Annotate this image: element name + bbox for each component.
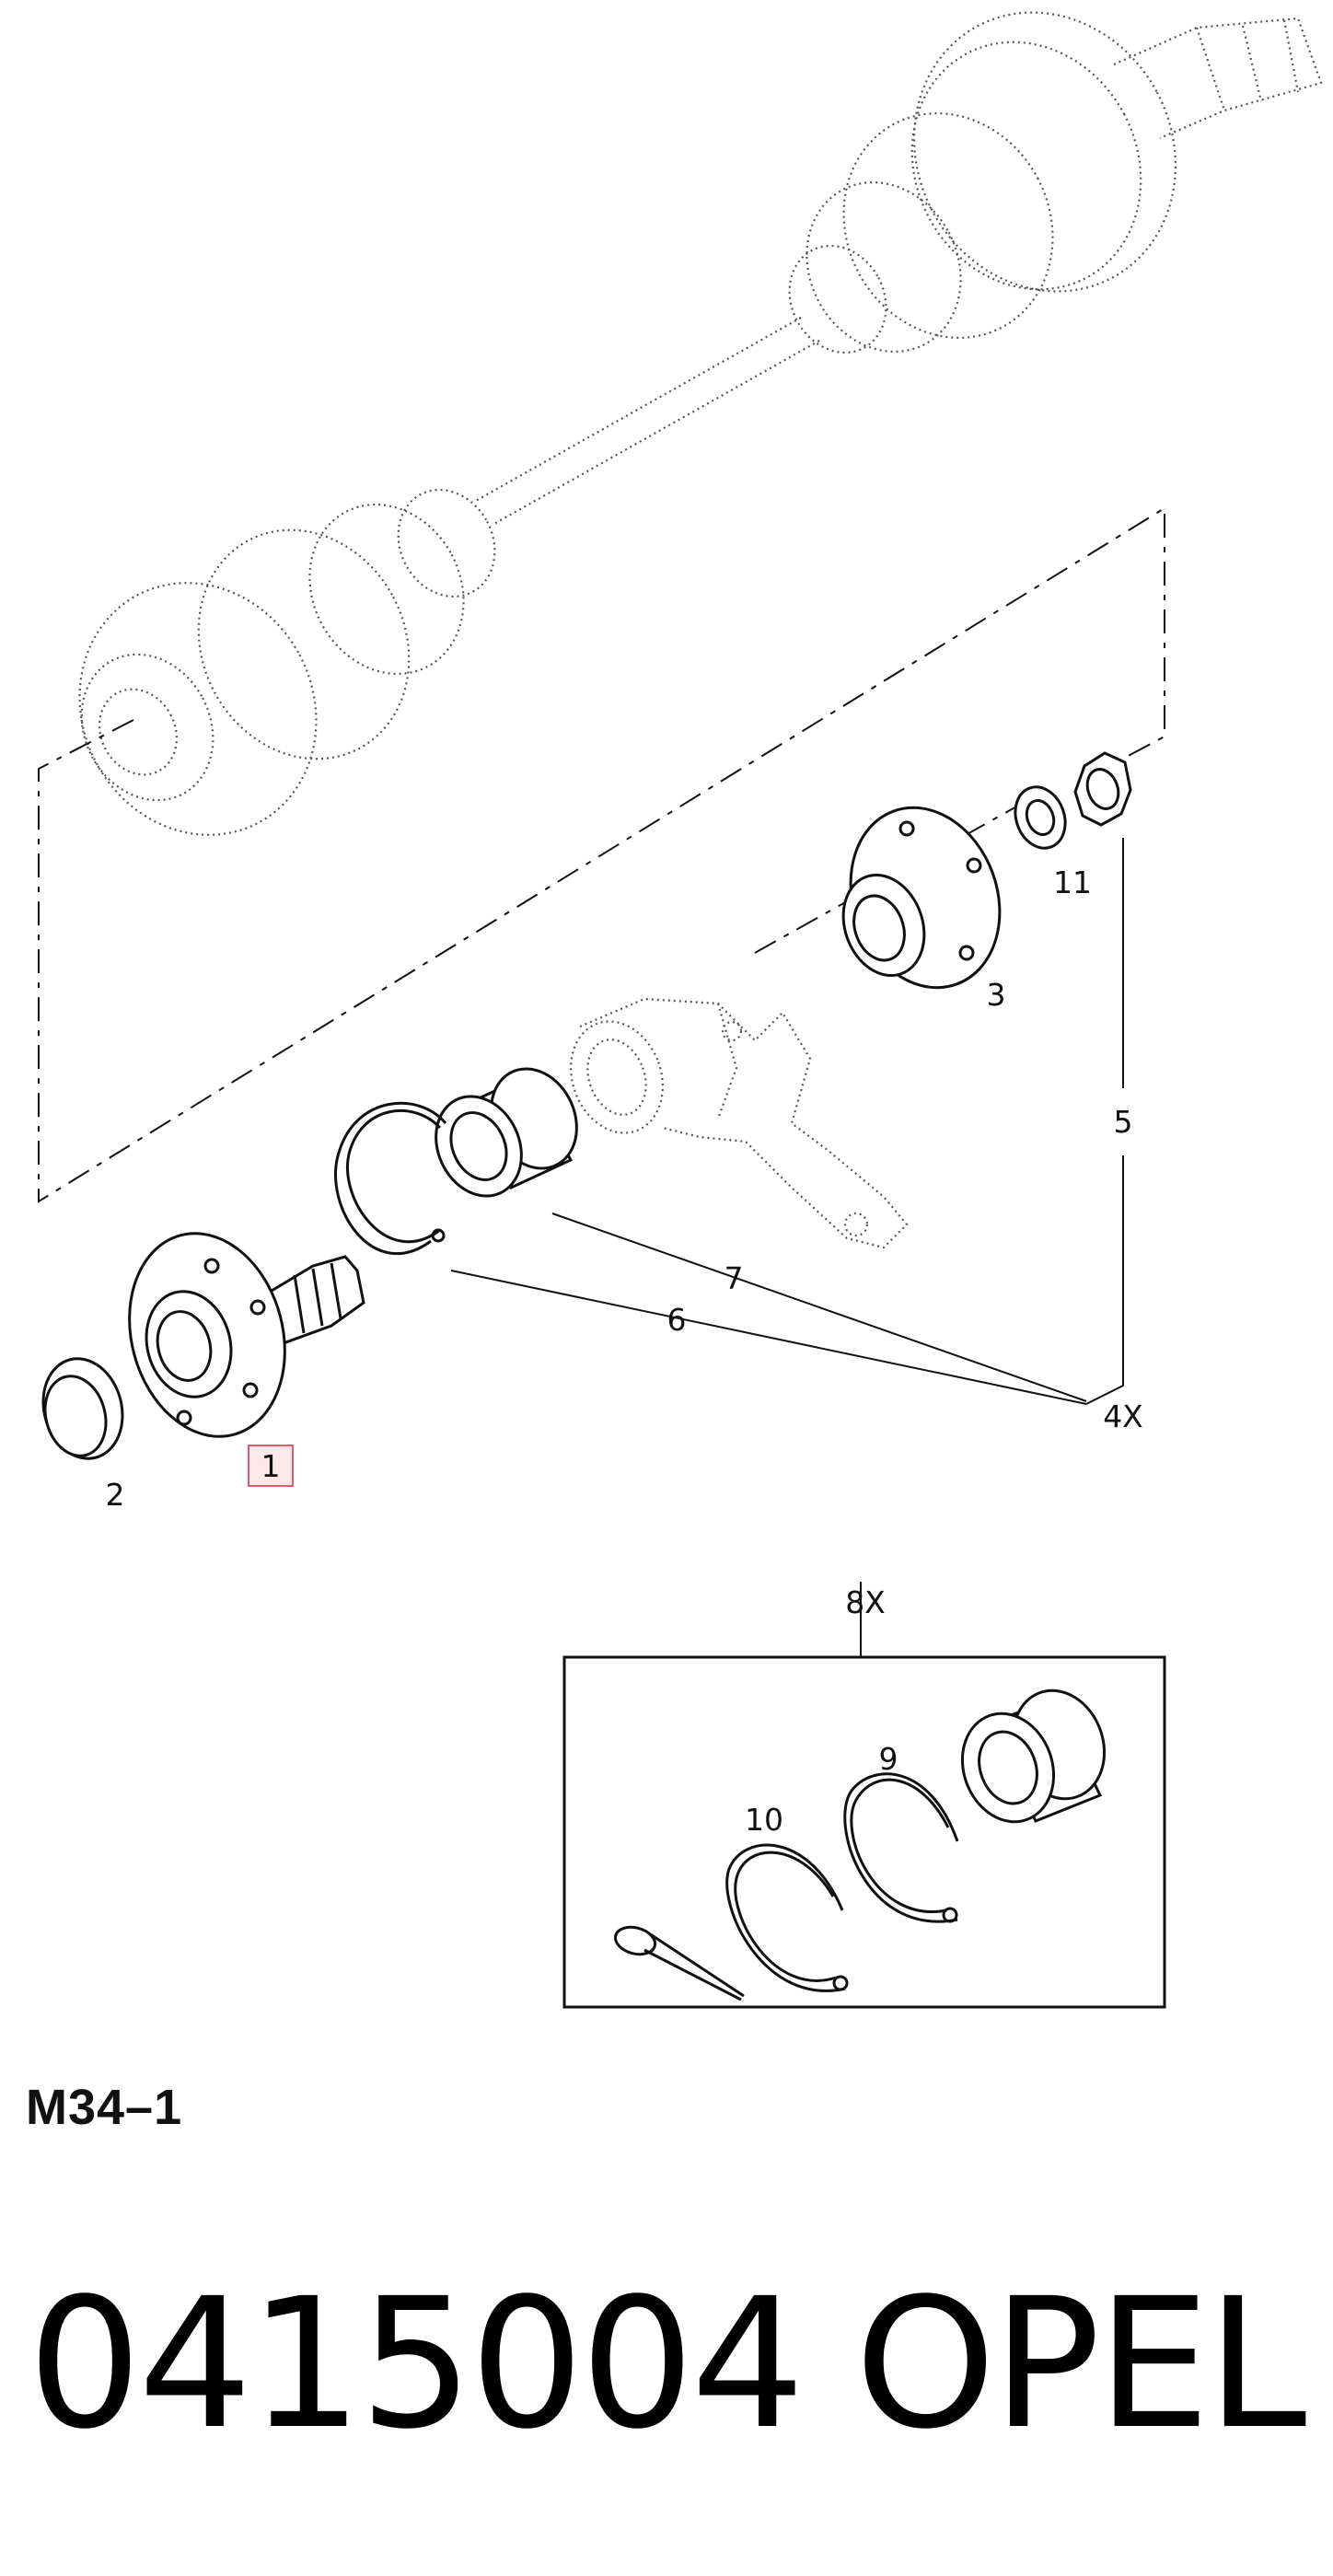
kit-box (562, 1655, 1166, 2009)
callout-8x[interactable]: 8X (845, 1584, 886, 1620)
callout-1[interactable]: 1 (261, 1448, 281, 1484)
snap-ring-part-6 (334, 1101, 447, 1256)
callout-6[interactable]: 6 (667, 1302, 687, 1338)
dust-cap-part-2 (41, 1357, 124, 1460)
callout-3[interactable]: 3 (987, 977, 1006, 1013)
callout-7[interactable]: 7 (724, 1260, 744, 1296)
nut-part-11 (1014, 751, 1132, 850)
drive-flange-part-1 (128, 1232, 365, 1438)
callout-2[interactable]: 2 (106, 1477, 125, 1513)
callout-11[interactable]: 11 (1053, 864, 1092, 900)
callout-4x[interactable]: 4X (1103, 1398, 1143, 1434)
callout-5[interactable]: 5 (1114, 1104, 1133, 1140)
leader-lines (450, 838, 1124, 1657)
knuckle-illustration (570, 997, 909, 1249)
exploded-view-diagram: 1 2 3 5 6 7 4X 8X 9 10 11 (38, 11, 1323, 2009)
callout-1-highlight (248, 1445, 294, 1487)
wheel-bearing-part-7 (435, 1067, 578, 1198)
assembly-center-lines (38, 506, 1165, 1203)
callout-10[interactable]: 10 (745, 1802, 783, 1838)
callout-9[interactable]: 9 (879, 1741, 898, 1777)
drive-shaft-illustration (78, 11, 1323, 836)
callout-labels: 1 2 3 5 6 7 4X 8X 9 10 11 (106, 864, 1143, 1838)
diagram-code: M34–1 (26, 2080, 183, 2135)
part-number-line: 0415004 OPEL (28, 2259, 1306, 2468)
wheel-hub-part-3 (841, 806, 1002, 990)
